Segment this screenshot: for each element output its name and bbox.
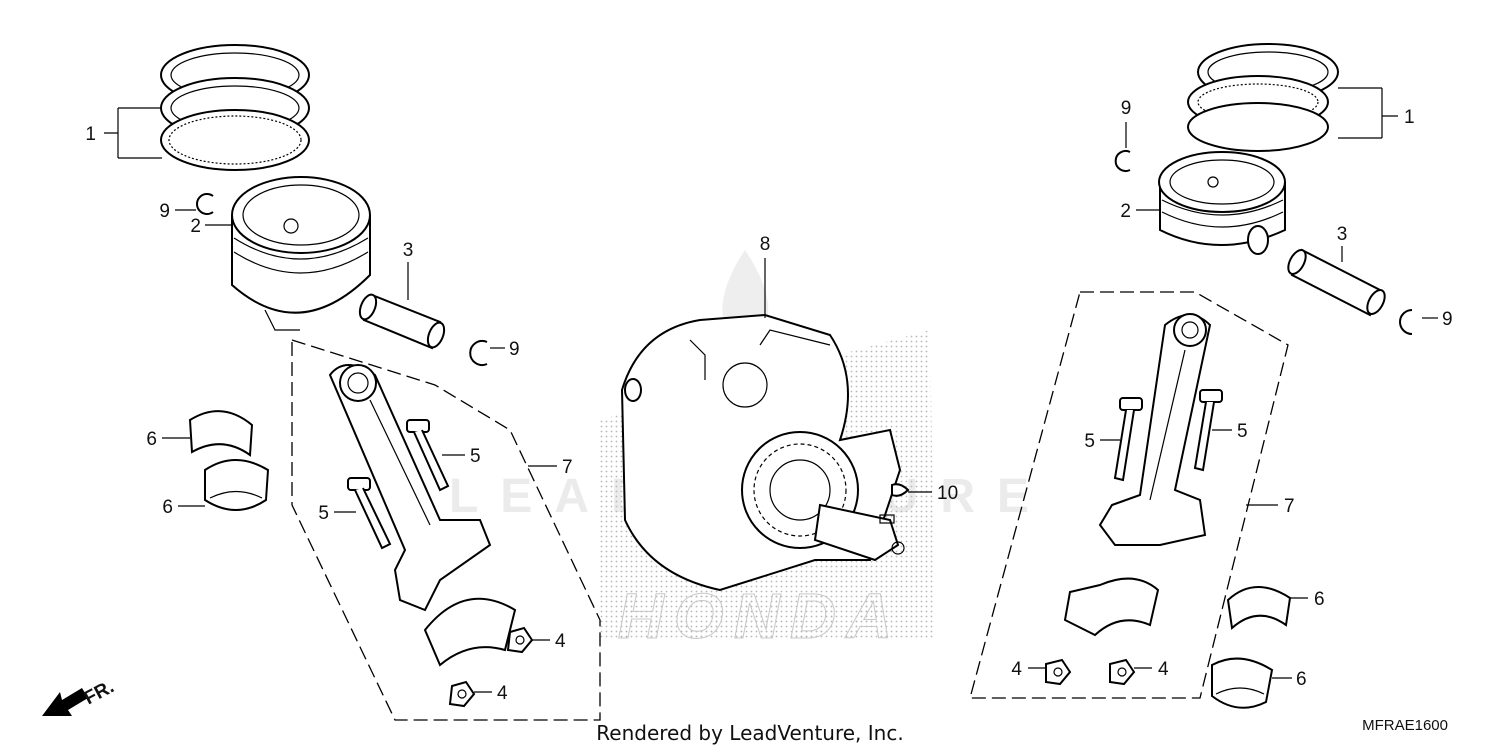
right-piston-pin[interactable] — [1285, 247, 1389, 317]
callout-left-bearing-top: 6 — [146, 429, 157, 450]
callout-left-rings: 1 — [85, 124, 96, 145]
callout-right-rings: 1 — [1404, 107, 1415, 128]
callout-right-clip-pin: 9 — [1442, 309, 1453, 330]
callout-left-bolt-upper: 5 — [470, 446, 481, 467]
callout-left-pin: 3 — [403, 240, 414, 261]
footer-credit: Rendered by LeadVenture, Inc. — [596, 721, 903, 745]
callout-right-bearing-bottom: 6 — [1296, 669, 1307, 690]
callout-crankshaft: 8 — [760, 234, 771, 255]
woodruff-key[interactable] — [891, 483, 910, 497]
left-clip-pin[interactable] — [469, 340, 488, 366]
left-piston[interactable] — [231, 176, 371, 331]
right-rod-nut-right[interactable] — [1109, 658, 1136, 686]
brand-watermark-text: HONDA — [618, 580, 903, 652]
callout-left-piston: 2 — [190, 216, 201, 237]
callouts: 1 9 2 3 9 6 6 5 5 7 4 4 8 10 1 9 2 3 9 5… — [85, 98, 1452, 704]
right-rod-bolt-right[interactable] — [1193, 389, 1223, 472]
callout-left-bolt-lower: 5 — [318, 503, 329, 524]
callout-right-bolt-left: 5 — [1084, 431, 1095, 452]
callout-right-bearing-top: 6 — [1314, 589, 1325, 610]
right-connecting-rod[interactable] — [1098, 313, 1212, 546]
left-clip-top[interactable] — [196, 193, 214, 215]
left-connecting-rod[interactable] — [328, 364, 492, 612]
right-clip-pin[interactable] — [1399, 309, 1413, 335]
callout-right-nut-right: 4 — [1158, 659, 1169, 680]
right-rod-cap[interactable] — [1063, 577, 1160, 637]
left-rod-nut-lower[interactable] — [448, 680, 476, 708]
callout-left-nut-upper: 4 — [555, 631, 566, 652]
callout-right-piston: 2 — [1120, 201, 1131, 222]
right-rod-group-outline — [969, 291, 1289, 699]
left-rod-cap[interactable] — [423, 597, 517, 667]
right-rod-bolt-left[interactable] — [1113, 397, 1143, 482]
callout-left-rod-assy: 7 — [562, 457, 573, 478]
front-direction-arrow: FR. — [42, 676, 118, 716]
left-bearing-top[interactable] — [188, 410, 254, 457]
callout-left-clip-top: 9 — [159, 201, 170, 222]
callout-woodruff-key: 10 — [937, 483, 958, 504]
callout-right-pin: 3 — [1337, 224, 1348, 245]
crankshaft[interactable] — [620, 313, 905, 592]
direction-label: FR. — [81, 676, 118, 709]
right-clip-top[interactable] — [1114, 150, 1131, 172]
diagram-code: MFRAE1600 — [1362, 717, 1448, 734]
left-rod-bolt-lower[interactable] — [347, 477, 392, 550]
right-bearing-bottom[interactable] — [1211, 657, 1274, 709]
callout-right-bolt-right: 5 — [1237, 421, 1248, 442]
callout-left-nut-lower: 4 — [497, 683, 508, 704]
left-rod-nut-upper[interactable] — [506, 626, 534, 654]
right-piston-rings[interactable] — [1187, 43, 1339, 152]
callout-left-bearing-bottom: 6 — [162, 497, 173, 518]
callout-right-nut-left: 4 — [1011, 659, 1022, 680]
arrow-icon — [42, 688, 88, 716]
left-rod-bolt-upper[interactable] — [406, 419, 450, 492]
callout-right-clip-top: 9 — [1121, 98, 1132, 119]
right-rod-nut-left[interactable] — [1045, 658, 1072, 686]
left-piston-pin[interactable] — [357, 292, 448, 350]
right-bearing-top[interactable] — [1226, 586, 1292, 630]
leader-lines — [104, 87, 1438, 693]
callout-right-rod-assy: 7 — [1284, 496, 1295, 517]
left-piston-rings[interactable] — [160, 44, 310, 171]
callout-left-clip-pin: 9 — [509, 339, 520, 360]
left-rod-group-outline — [291, 339, 601, 721]
right-piston[interactable] — [1158, 151, 1286, 255]
left-bearing-bottom[interactable] — [204, 459, 270, 511]
